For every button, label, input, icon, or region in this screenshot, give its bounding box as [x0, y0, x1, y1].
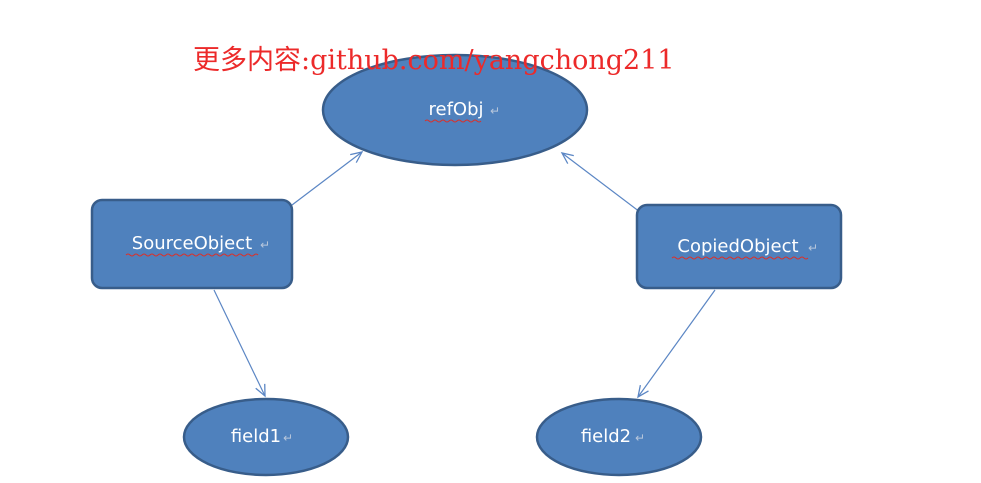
node-refobj-label: refObj [428, 99, 483, 120]
node-copied-object: CopiedObject ↵ [635, 203, 843, 290]
svg-text:↵: ↵ [808, 241, 818, 255]
node-field2-label: field2 [581, 426, 631, 447]
svg-text:↵: ↵ [260, 238, 270, 252]
node-refobj: refObj ↵ [321, 53, 589, 167]
node-field2: field2 ↵ [535, 397, 703, 477]
node-field1-label: field1 [231, 426, 281, 447]
node-copied-object-label: CopiedObject [677, 236, 798, 257]
edge-source-to-refobj [291, 151, 364, 206]
svg-text:↵: ↵ [490, 104, 500, 118]
svg-text:↵: ↵ [283, 431, 293, 445]
edge-copied-to-field2 [637, 289, 716, 399]
edge-source-to-field1 [213, 289, 266, 398]
node-field1: field1 ↵ [182, 397, 350, 477]
node-source-object-label: SourceObject [132, 233, 252, 254]
node-source-object: SourceObject ↵ [90, 198, 294, 290]
watermark-text: 更多内容:github.com/yangchong211 [193, 45, 675, 76]
edge-copied-to-refobj [560, 152, 641, 213]
svg-text:↵: ↵ [635, 431, 645, 445]
